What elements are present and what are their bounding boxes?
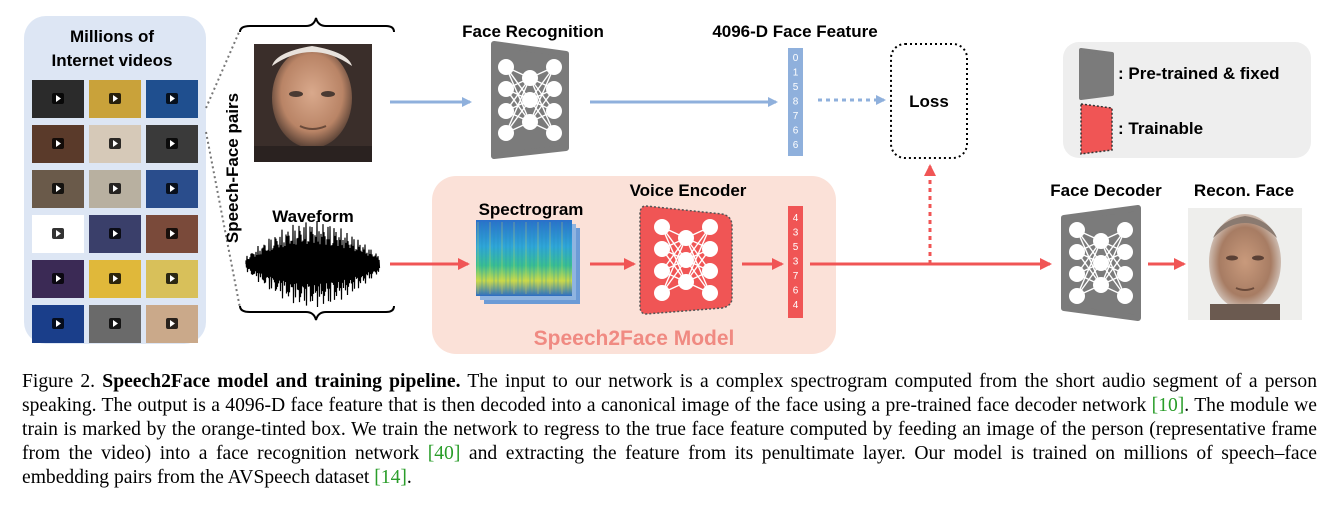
figure-caption: Figure 2. Speech2Face model and training… [22, 370, 1317, 490]
feature-digit: 7 [793, 271, 799, 282]
caption-figure-label: Figure 2. [22, 371, 96, 392]
legend-trainable-swatch [1080, 103, 1113, 155]
source-title-line1: Millions of [70, 27, 154, 46]
caption-text-3: and extracting the feature from its penu… [22, 443, 1317, 488]
citation-link-14[interactable]: [14] [374, 467, 407, 488]
video-thumbnail [89, 215, 141, 253]
feature-digit: 4 [793, 213, 799, 224]
zoom-line-top [205, 29, 241, 109]
model-name-label: Speech2Face Model [534, 327, 735, 350]
waveform-label: Waveform [272, 207, 354, 226]
video-thumbnail [32, 80, 84, 118]
video-thumbnail [89, 80, 141, 118]
video-thumbnail [146, 260, 198, 298]
citation-link-40[interactable]: [40] [427, 443, 461, 464]
feature-digit: 7 [793, 111, 799, 122]
legend-trainable-label: : Trainable [1118, 119, 1203, 138]
video-thumbnail [32, 170, 84, 208]
input-face-photo [254, 44, 372, 162]
feature-digit: 6 [793, 126, 799, 137]
waveform-graphic [245, 220, 381, 308]
video-thumbnail [89, 260, 141, 298]
feature-digit: 3 [793, 228, 799, 239]
video-thumbnail [89, 305, 141, 343]
caption-title: Speech2Face model and training pipeline. [102, 371, 461, 392]
feature-digit: 1 [793, 68, 799, 79]
face-feature-label: 4096-D Face Feature [712, 22, 877, 41]
voice-encoder-label: Voice Encoder [630, 181, 747, 200]
voice-feature-digits: 4 3 5 3 7 6 4 [793, 213, 799, 311]
feature-digit: 5 [793, 82, 799, 93]
face-recognition-network [491, 41, 569, 159]
video-thumbnail [32, 215, 84, 253]
video-thumbnail [146, 125, 198, 163]
face-feature-digits: 0 1 5 8 7 6 6 [793, 53, 799, 151]
pipeline-diagram: Millions of Internet videos Speech-Face … [24, 16, 1311, 354]
face-recognition-label: Face Recognition [462, 22, 604, 41]
bottom-brace [239, 305, 395, 321]
speech-face-pairs-label: Speech-Face pairs [223, 93, 242, 243]
caption-text-2: . The module we train is marked by the o… [22, 395, 1317, 464]
feature-digit: 3 [793, 257, 799, 268]
top-brace [239, 17, 395, 33]
feature-digit: 6 [793, 286, 799, 297]
face-feature-vector [788, 48, 803, 156]
face-decoder-label: Face Decoder [1050, 181, 1162, 200]
caption-text-4: . [406, 467, 412, 488]
feature-digit: 0 [793, 53, 799, 64]
feature-digit: 5 [793, 242, 799, 253]
legend-pretrained-swatch [1079, 48, 1114, 100]
feature-digit: 8 [793, 97, 799, 108]
citation-link-10[interactable]: [10] [1151, 395, 1185, 416]
video-thumbnail [32, 125, 84, 163]
legend-box [1063, 42, 1311, 158]
reconstructed-face-image [1188, 208, 1302, 320]
feature-digit: 6 [793, 140, 799, 151]
feature-digit: 4 [793, 300, 799, 311]
video-thumbnail [146, 80, 198, 118]
video-thumbnail [32, 305, 84, 343]
spectrogram-image [476, 220, 580, 304]
recon-face-label: Recon. Face [1194, 181, 1294, 200]
loss-label: Loss [909, 92, 949, 111]
video-thumbnail [146, 305, 198, 343]
video-thumbnail [146, 170, 198, 208]
caption-text-1: The input to our network is a complex sp… [22, 371, 1317, 416]
source-title-line2: Internet videos [52, 51, 173, 70]
video-thumbnail [89, 170, 141, 208]
video-thumbnail-grid [32, 80, 198, 343]
loss-box [890, 43, 968, 159]
face-decoder-network [1061, 205, 1141, 321]
video-thumbnail [32, 260, 84, 298]
video-thumbnail [146, 215, 198, 253]
voice-feature-vector [788, 206, 803, 318]
spectrogram-label: Spectrogram [479, 200, 584, 219]
legend-pretrained-label: : Pre-trained & fixed [1118, 64, 1280, 83]
video-thumbnail [89, 125, 141, 163]
voice-encoder-network [639, 205, 733, 315]
